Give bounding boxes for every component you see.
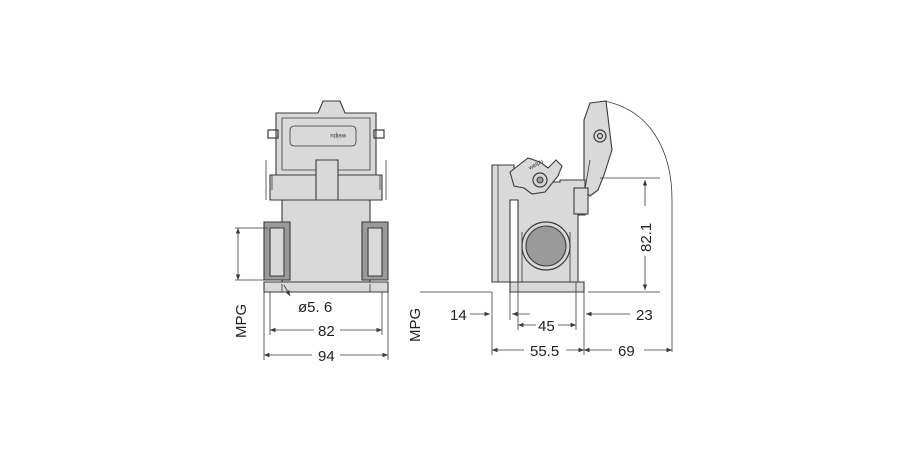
- dim-right-offset: 23: [636, 307, 653, 324]
- front-dimensions: 82 94 MPG: [233, 227, 389, 365]
- side-dimensions-row2: 55.5 69: [492, 343, 672, 360]
- front-thread-label: MPG: [233, 304, 250, 338]
- side-height-dimension: 82.1: [588, 177, 660, 293]
- hole-diameter-label: ø5. 6: [298, 299, 332, 316]
- front-lower-housing: [263, 199, 389, 293]
- side-housing: weipu: [491, 157, 589, 293]
- side-thread-label: MPG: [407, 308, 424, 342]
- dim-lever-swing: 69: [618, 343, 635, 360]
- side-view: weipu 82.1 14 45 23: [407, 100, 673, 360]
- dim-outer-width: 94: [318, 348, 335, 365]
- dim-left-offset: 14: [450, 307, 467, 324]
- dim-inner-width: 82: [318, 323, 335, 340]
- dim-hole-spacing: 45: [538, 318, 555, 335]
- dim-height: 82.1: [638, 223, 655, 252]
- side-hood-lever: [583, 100, 613, 197]
- front-view: weipu ø5. 6: [233, 100, 389, 365]
- side-dimensions-row1: 14 45 23: [450, 292, 653, 355]
- side-thread-marker: MPG: [407, 291, 492, 342]
- brand-mark: weipu: [330, 132, 347, 138]
- front-hole-callout: ø5. 6: [283, 284, 332, 316]
- dim-base-length: 55.5: [530, 343, 559, 360]
- lever-swing-arc: [603, 100, 673, 352]
